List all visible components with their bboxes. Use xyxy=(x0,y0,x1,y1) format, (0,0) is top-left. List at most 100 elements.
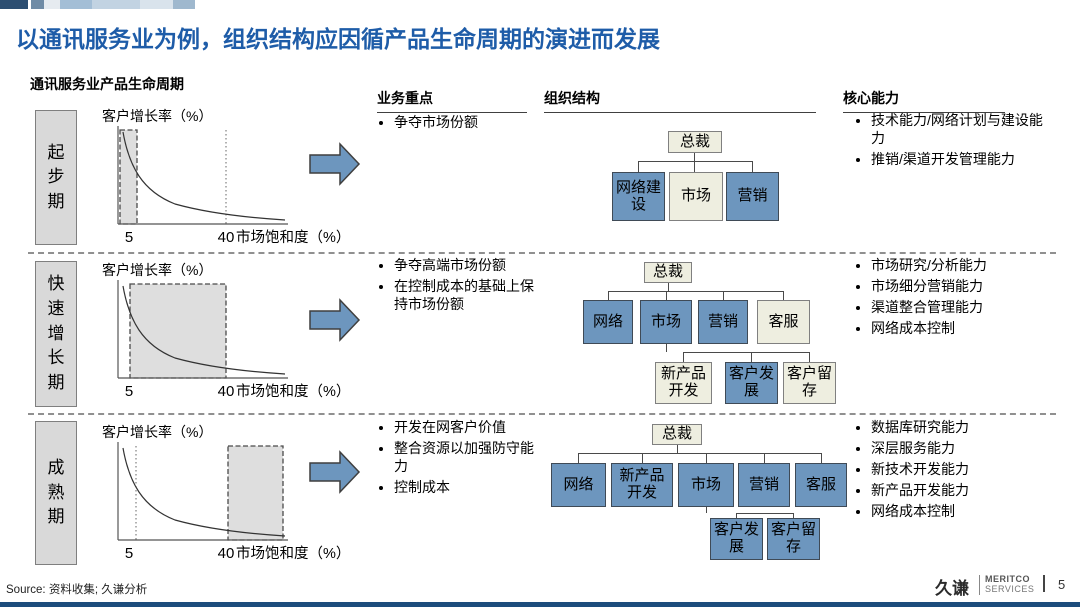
org-connector xyxy=(706,453,707,463)
org-connector xyxy=(809,352,810,362)
org-connector xyxy=(666,291,667,300)
org-root-box: 总裁 xyxy=(644,262,692,283)
org-node-box: 新产品开发 xyxy=(655,362,712,404)
org-root-box: 总裁 xyxy=(668,131,722,153)
org-connector xyxy=(638,161,639,172)
org-connector xyxy=(706,507,707,513)
highlight-region xyxy=(227,445,284,541)
bullet-item: 推销/渠道开发管理能力 xyxy=(871,151,1051,169)
org-connector xyxy=(751,352,752,362)
org-node-box: 市场 xyxy=(669,172,723,221)
bullet-item: 网络成本控制 xyxy=(871,320,1051,338)
org-node-box: 市场 xyxy=(640,300,692,344)
org-node-box: 网络 xyxy=(551,463,606,507)
org-connector xyxy=(668,283,669,291)
bullet-item: 争夺高端市场份额 xyxy=(394,257,546,275)
growth-curve xyxy=(122,447,286,537)
org-node-box: 市场 xyxy=(678,463,734,507)
org-connector xyxy=(764,453,765,463)
growth-curve xyxy=(122,285,286,375)
decor-segment xyxy=(44,0,60,9)
org-connector xyxy=(736,513,793,514)
growth-curve xyxy=(122,131,286,221)
org-connector xyxy=(608,291,609,300)
decor-segment xyxy=(31,0,44,9)
business-focus-list: 争夺高端市场份额 在控制成本的基础上保持市场份额 xyxy=(378,257,546,317)
org-connector xyxy=(783,291,784,300)
org-connector xyxy=(608,291,783,292)
org-node-box: 营销 xyxy=(726,172,779,221)
row-divider xyxy=(28,252,1056,254)
bullet-item: 技术能力/网络计划与建设能力 xyxy=(871,112,1051,148)
x-tick-40: 40 xyxy=(218,383,235,400)
org-node-box: 客户发展 xyxy=(710,518,763,560)
core-capability-list: 技术能力/网络计划与建设能力 推销/渠道开发管理能力 xyxy=(855,112,1051,172)
org-connector xyxy=(736,513,737,518)
y-axis-label: 客户增长率（%） xyxy=(102,262,212,278)
bullet-item: 深层服务能力 xyxy=(871,440,1051,458)
org-connector xyxy=(694,161,695,172)
lifecycle-chart-rapid-growth: 客户增长率（%） 5 40 市场饱和度（%） xyxy=(102,262,343,400)
footer-divider xyxy=(1043,575,1045,592)
y-axis-label: 客户增长率（%） xyxy=(102,108,212,124)
org-connector xyxy=(723,291,724,300)
y-axis-label: 客户增长率（%） xyxy=(102,424,212,440)
page-number: 5 xyxy=(1058,577,1066,592)
bullet-item: 控制成本 xyxy=(394,479,546,497)
lifecycle-chart-startup: 客户增长率（%） 5 40 市场饱和度（%） xyxy=(102,108,343,246)
decor-segment xyxy=(92,0,140,9)
page-title: 以通讯服务业为例，组织结构应因循产品生命周期的演进而发展 xyxy=(16,26,660,52)
decor-segment xyxy=(60,0,92,9)
right-arrow-icon xyxy=(309,298,361,342)
phase-label-maturity: 成熟期 xyxy=(35,421,77,565)
x-tick-5: 5 xyxy=(125,229,133,246)
bullet-item: 新产品开发能力 xyxy=(871,482,1051,500)
highlight-region xyxy=(129,283,227,379)
business-focus-list: 争夺市场份额 xyxy=(378,114,546,135)
bullet-item: 市场研究/分析能力 xyxy=(871,257,1051,275)
bullet-item: 整合资源以加强防守能力 xyxy=(394,440,546,476)
business-focus-list: 开发在网客户价值 整合资源以加强防守能力 控制成本 xyxy=(378,419,546,500)
brand-logo-line2: SERVICES xyxy=(985,583,1035,594)
core-capability-list: 数据库研究能力 深层服务能力 新技术开发能力 新产品开发能力 网络成本控制 xyxy=(855,419,1051,524)
org-node-box: 网络 xyxy=(583,300,633,344)
org-node-box: 客户留存 xyxy=(767,518,820,560)
org-connector xyxy=(694,153,695,161)
highlight-region xyxy=(119,129,138,225)
org-node-box: 营销 xyxy=(738,463,790,507)
decor-segment xyxy=(0,0,28,9)
x-axis-label: 市场饱和度（%） xyxy=(236,229,343,246)
org-connector xyxy=(666,344,667,352)
x-tick-40: 40 xyxy=(218,545,235,562)
bullet-item: 在控制成本的基础上保持市场份额 xyxy=(394,278,546,314)
phase-label-startup: 起步期 xyxy=(35,110,77,245)
org-connector xyxy=(638,161,752,162)
x-tick-5: 5 xyxy=(125,545,133,562)
org-connector xyxy=(683,352,684,362)
x-axis-label: 市场饱和度（%） xyxy=(236,383,343,400)
row-divider xyxy=(28,413,1056,415)
bottom-accent-bar xyxy=(0,602,1080,607)
org-node-box: 客服 xyxy=(795,463,847,507)
right-arrow-icon xyxy=(309,142,361,186)
org-node-box: 客户留存 xyxy=(783,362,836,404)
lifecycle-section-label: 通讯服务业产品生命周期 xyxy=(30,76,184,92)
column-header-business-focus: 业务重点 xyxy=(377,88,527,113)
org-connector xyxy=(683,352,809,353)
bullet-item: 网络成本控制 xyxy=(871,503,1051,521)
x-axis-label: 市场饱和度（%） xyxy=(236,545,343,562)
org-node-box: 网络建设 xyxy=(612,172,665,221)
org-connector xyxy=(793,513,794,518)
bullet-item: 数据库研究能力 xyxy=(871,419,1051,437)
org-connector xyxy=(642,453,643,463)
bullet-item: 市场细分营销能力 xyxy=(871,278,1051,296)
phase-label-rapid-growth: 快速增长期 xyxy=(35,261,77,407)
column-header-org-structure: 组织结构 xyxy=(544,88,816,113)
brand-logo-en: MERITCO SERVICES xyxy=(979,574,1035,595)
org-node-box: 客服 xyxy=(757,300,810,344)
bullet-item: 渠道整合管理能力 xyxy=(871,299,1051,317)
x-tick-5: 5 xyxy=(125,383,133,400)
org-connector xyxy=(752,161,753,172)
bullet-item: 开发在网客户价值 xyxy=(394,419,546,437)
